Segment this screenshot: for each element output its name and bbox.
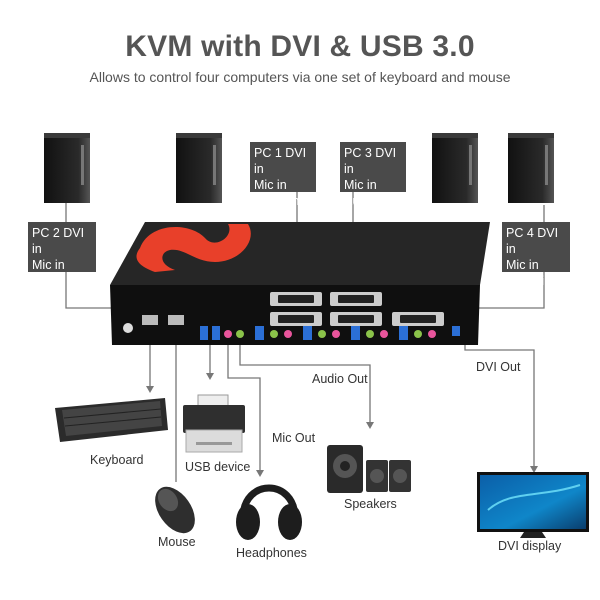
pc4-dvi-label: PC 4 DVI in: [506, 226, 559, 256]
dvi-port-icon: [270, 312, 322, 326]
power-port-icon: [123, 323, 133, 333]
page-subtitle: Allows to control four computers via one…: [89, 69, 511, 85]
dvi-display-icon: [477, 472, 589, 538]
pc3-mic-label: Mic in: [344, 178, 377, 192]
speakers-icon: [327, 445, 411, 493]
pc-port-group: [399, 326, 436, 340]
mic-jack-icon: [224, 330, 232, 338]
audio-jack-icon: [236, 330, 244, 338]
pc1-callout: PC 1 DVI in Mic in Audio in: [250, 142, 316, 208]
pc1-tower-icon: [176, 133, 222, 203]
pc4-mic-label: Mic in: [506, 258, 539, 272]
usb3-port-icon: [200, 326, 208, 340]
pc3-callout: PC 3 DVI in Mic in Audio in: [340, 142, 406, 208]
switch-port-icon: [452, 326, 460, 336]
mouse-icon: [155, 486, 195, 534]
usb3-port-icon: [212, 326, 220, 340]
page-title: KVM with DVI & USB 3.0: [125, 30, 475, 63]
pc1-dvi-label: PC 1 DVI in: [254, 146, 307, 176]
kvm-switch-device: [110, 222, 490, 345]
headphones-label: Headphones: [236, 546, 307, 560]
usb-port-icon: [168, 315, 184, 325]
pc1-audio-label: Audio in: [254, 194, 300, 208]
keyboard-label: Keyboard: [90, 453, 144, 467]
mouse-label: Mouse: [158, 535, 196, 549]
dvi-out-label: DVI Out: [476, 360, 521, 374]
pc-port-group: [255, 326, 292, 340]
pc2-audio-label: Audio in: [32, 274, 78, 288]
pc3-dvi-label: PC 3 DVI in: [344, 146, 397, 176]
pc3-audio-label: Audio in: [344, 194, 390, 208]
pc4-audio-label: Audio in: [506, 274, 552, 288]
pc-port-group: [351, 326, 388, 340]
mic-out-line: [227, 345, 261, 472]
pc2-dvi-label: PC 2 DVI in: [32, 226, 85, 256]
pc3-tower-icon: [432, 133, 478, 203]
pc4-callout: PC 4 DVI in Mic in Audio in: [502, 222, 570, 288]
logo-icon: [136, 224, 251, 272]
dvi-display-label: DVI display: [498, 539, 562, 553]
usb-port-icon: [142, 315, 158, 325]
keyboard-icon: [55, 398, 168, 442]
pc-port-group: [303, 326, 340, 340]
usb-device-label: USB device: [185, 460, 251, 474]
dvi-port-icon: [330, 312, 382, 326]
pc1-mic-label: Mic in: [254, 178, 287, 192]
dvi-port-icon: [270, 292, 322, 306]
arrowheads: [146, 373, 538, 477]
headphones-icon: [236, 484, 302, 540]
mic-out-label: Mic Out: [272, 431, 316, 445]
pc2-tower-icon: [44, 133, 90, 203]
speakers-label: Speakers: [344, 497, 397, 511]
audio-out-line: [239, 345, 371, 424]
pc4-tower-icon: [508, 133, 554, 203]
dvi-out-port-icon: [392, 312, 444, 326]
dvi-port-icon: [330, 292, 382, 306]
dvi-out-line: [464, 325, 535, 468]
pc2-callout: PC 2 DVI in Mic in Audio in: [28, 222, 96, 288]
audio-out-label: Audio Out: [312, 372, 368, 386]
usb-device-icon: [183, 394, 245, 453]
pc2-mic-label: Mic in: [32, 258, 65, 272]
